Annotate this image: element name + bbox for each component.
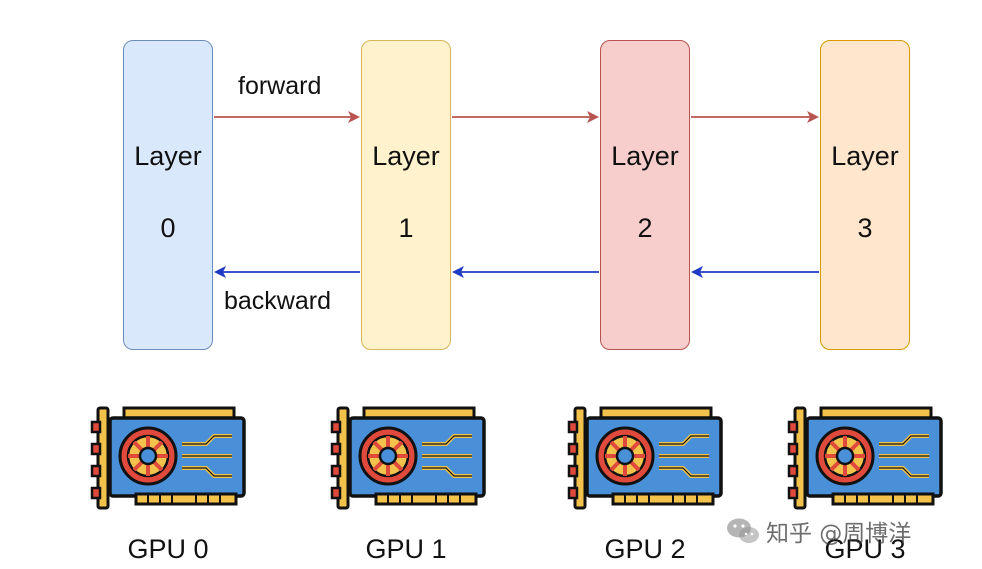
gpu-label-0: GPU 0 <box>127 534 209 564</box>
gpu-card-icon <box>567 406 723 510</box>
layer-number: 0 <box>160 213 176 243</box>
backward-label: backward <box>224 287 331 315</box>
layer-box-3: Layer 3 <box>820 40 910 350</box>
gpu-card-icon <box>90 406 246 510</box>
wechat-icon <box>727 518 759 543</box>
layer-box-1: Layer 1 <box>361 40 451 350</box>
gpu-label-2: GPU 2 <box>604 534 686 564</box>
watermark: 知乎 @周博洋 <box>726 513 911 549</box>
gpu-card-icon <box>787 406 943 510</box>
layer-title: Layer <box>134 141 202 171</box>
watermark-text: 知乎 @周博洋 <box>766 521 912 547</box>
forward-label: forward <box>238 72 322 100</box>
layer-number: 3 <box>857 213 873 243</box>
layer-number: 2 <box>637 213 653 243</box>
layer-box-2: Layer 2 <box>600 40 690 350</box>
gpu-label-1: GPU 1 <box>365 534 447 564</box>
layer-box-0: Layer 0 <box>123 40 213 350</box>
layer-title: Layer <box>831 141 899 171</box>
gpu-label-3: GPU 3 <box>824 534 906 564</box>
gpu-card-icon <box>330 406 486 510</box>
layer-title: Layer <box>372 141 440 171</box>
layer-number: 1 <box>398 213 414 243</box>
layer-title: Layer <box>611 141 679 171</box>
